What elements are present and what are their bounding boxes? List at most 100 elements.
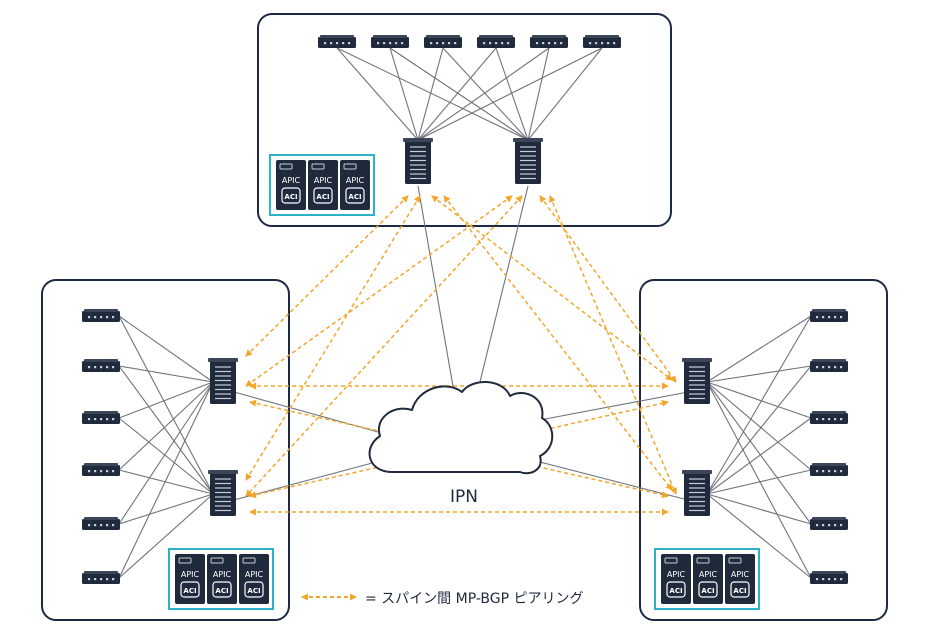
- spine-switch-icon: [403, 138, 433, 184]
- apic-label: APIC: [181, 570, 200, 579]
- apic-controller-icon: APIC ACI: [308, 160, 338, 210]
- fabric-link: [389, 47, 419, 141]
- spine-switch-icon: [682, 470, 712, 516]
- fabric-link: [706, 381, 812, 471]
- fabric-link: [706, 381, 812, 525]
- leaf-switch-icon: [82, 309, 120, 322]
- apic-controller-icon: APIC ACI: [207, 554, 237, 604]
- fabric-link: [118, 381, 214, 525]
- fabric-link: [417, 47, 603, 141]
- apic-label: APIC: [731, 570, 750, 579]
- leaf-switch-icon: [583, 35, 621, 48]
- aci-badge-label: ACI: [183, 587, 196, 595]
- apic-cluster: APIC ACI APIC ACI APIC ACI: [168, 548, 274, 610]
- leaf-switch-icon: [82, 571, 120, 584]
- fabric-link: [417, 47, 497, 141]
- spine-switch-icon: [682, 358, 712, 404]
- apic-controller-icon: APIC ACI: [175, 554, 205, 604]
- fabric-link: [118, 417, 214, 495]
- fabric-link: [389, 47, 529, 141]
- leaf-switch-icon: [82, 359, 120, 372]
- spine-switch-icon: [208, 358, 238, 404]
- fabric-link: [417, 47, 444, 141]
- apic-label: APIC: [245, 570, 264, 579]
- leaf-switch-icon: [810, 571, 848, 584]
- fabric-link: [118, 381, 214, 579]
- fabric-link: [118, 493, 214, 525]
- apic-label: APIC: [346, 176, 365, 185]
- apic-controller-icon: APIC ACI: [276, 160, 306, 210]
- aci-badge-label: ACI: [215, 587, 228, 595]
- spine-switch-icon: [513, 138, 543, 184]
- fabric-link: [118, 381, 214, 419]
- network-devices: [82, 35, 848, 584]
- leaf-switch-icon: [530, 35, 568, 48]
- fabric-link: [706, 315, 812, 495]
- leaf-switch-icon: [810, 359, 848, 372]
- fabric-link: [706, 365, 812, 383]
- ipn-label: IPN: [450, 487, 478, 507]
- fabric-link: [118, 315, 214, 495]
- apic-label: APIC: [699, 570, 718, 579]
- fabric-link: [118, 469, 214, 495]
- leaf-switch-icon: [82, 517, 120, 530]
- fabric-link: [706, 417, 812, 495]
- legend: = スパイン間 MP-BGP ピアリング: [301, 591, 584, 607]
- fabric-link: [706, 381, 812, 579]
- fabric-link: [118, 365, 214, 383]
- leaf-switch-icon: [810, 517, 848, 530]
- fabric-link: [336, 47, 419, 141]
- apic-controller-icon: APIC ACI: [693, 554, 723, 604]
- apic-label: APIC: [314, 176, 333, 185]
- apic-label: APIC: [282, 176, 301, 185]
- aci-badge-label: ACI: [701, 587, 714, 595]
- aci-badge-label: ACI: [348, 193, 361, 201]
- apic-clusters: APICACIAPICACIAPICACIAPICACIAPICACIAPICA…: [168, 154, 760, 610]
- aci-badge-label: ACI: [284, 193, 297, 201]
- leaf-switch-icon: [82, 463, 120, 476]
- fabric-link: [442, 47, 529, 141]
- leaf-switch-icon: [82, 411, 120, 424]
- aci-badge-label: ACI: [669, 587, 682, 595]
- spine-switch-icon: [208, 470, 238, 516]
- fabric-link: [118, 493, 214, 579]
- leaf-switch-icon: [424, 35, 462, 48]
- leaf-switch-icon: [810, 411, 848, 424]
- leaf-switch-icon: [371, 35, 409, 48]
- fabric-link: [118, 365, 214, 495]
- apic-label: APIC: [667, 570, 686, 579]
- fabric-link: [495, 47, 529, 141]
- fabric-link: [706, 365, 812, 495]
- apic-controller-icon: APIC ACI: [239, 554, 269, 604]
- apic-cluster: APIC ACI APIC ACI APIC ACI: [269, 154, 375, 216]
- apic-label: APIC: [213, 570, 232, 579]
- aci-badge-label: ACI: [316, 193, 329, 201]
- fabric-link: [527, 47, 603, 141]
- apic-cluster: APIC ACI APIC ACI APIC ACI: [654, 548, 760, 610]
- fabric-link: [527, 47, 550, 141]
- bgp-peering-arrows: [245, 195, 677, 516]
- fabric-link: [706, 469, 812, 495]
- apic-controller-icon: APIC ACI: [340, 160, 370, 210]
- fabric-link: [706, 493, 812, 579]
- fabric-link: [336, 47, 529, 141]
- fabric-link: [706, 315, 812, 383]
- fabric-link: [118, 381, 214, 471]
- ipn-cloud: [368, 380, 554, 475]
- leaf-switch-icon: [477, 35, 515, 48]
- leaf-switch-icon: [810, 463, 848, 476]
- fabric-link: [118, 315, 214, 383]
- apic-controller-icon: APIC ACI: [661, 554, 691, 604]
- legend-text: = スパイン間 MP-BGP ピアリング: [365, 591, 584, 607]
- leaf-switch-icon: [318, 35, 356, 48]
- aci-badge-label: ACI: [247, 587, 260, 595]
- apic-controller-icon: APIC ACI: [725, 554, 755, 604]
- aci-badge-label: ACI: [733, 587, 746, 595]
- leaf-switch-icon: [810, 309, 848, 322]
- fabric-link: [417, 47, 550, 141]
- bgp-peering-arrow: [249, 399, 669, 499]
- fabric-link: [706, 493, 812, 525]
- fabric-link: [706, 381, 812, 419]
